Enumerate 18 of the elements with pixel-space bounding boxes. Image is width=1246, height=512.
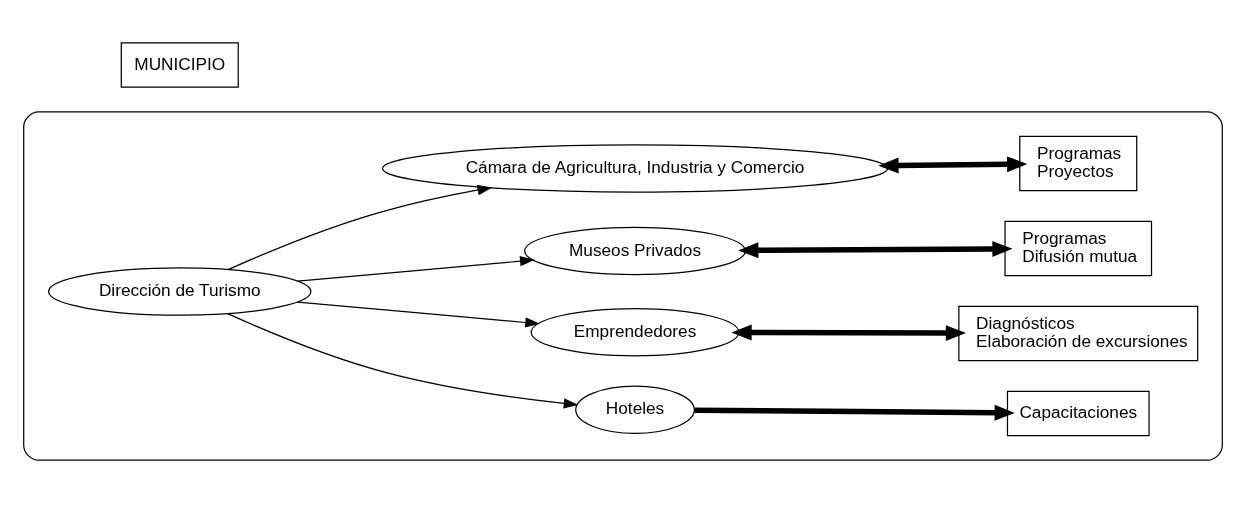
- node-box: Programas Proyectos: [1019, 135, 1138, 191]
- node-ellipse: Hoteles: [575, 385, 695, 434]
- arrow: [227, 184, 493, 270]
- node-box: Capacitaciones: [1006, 390, 1150, 436]
- cluster: [23, 110, 1223, 461]
- arrow: [297, 255, 535, 282]
- arrow: [731, 324, 967, 341]
- node-box: MUNICIPIO: [120, 41, 239, 88]
- arrow: [738, 240, 1013, 258]
- arrow: [878, 155, 1028, 173]
- node-ellipse: Museos Privados: [524, 226, 746, 275]
- node-ellipse: Emprendedores: [530, 307, 740, 356]
- arrow: [694, 404, 1015, 421]
- node-ellipse: Dirección de Turismo: [48, 266, 312, 316]
- arrow: [297, 300, 541, 328]
- node-box: Diagnósticos Elaboración de excursiones: [958, 305, 1199, 361]
- node-box: Programas Difusión mutua: [1004, 220, 1153, 276]
- arrow: [227, 312, 579, 409]
